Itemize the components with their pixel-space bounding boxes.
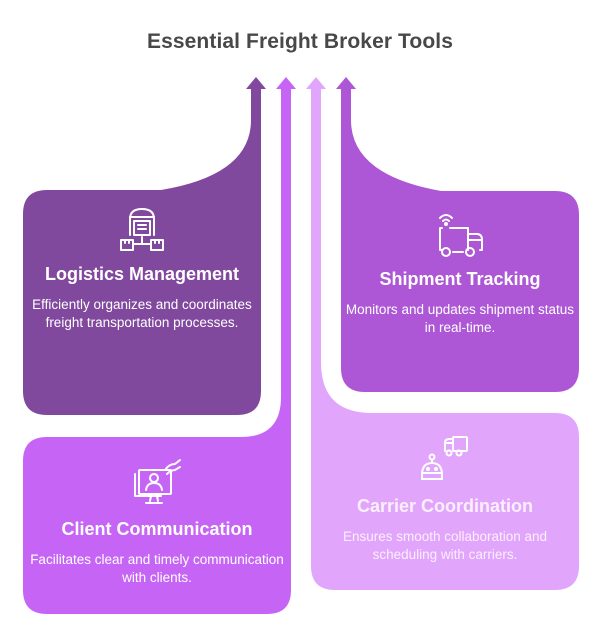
card-description: Facilitates clear and timely communicati… (30, 552, 284, 585)
card-description: Efficiently organizes and coordinates fr… (32, 297, 252, 330)
card-description: Monitors and updates shipment status in … (345, 302, 575, 335)
card-shipment-tracking: Shipment Tracking Monitors and updates s… (341, 210, 579, 337)
carrier-coordination-shape (306, 77, 579, 590)
shipment-tracking-shape (336, 77, 579, 392)
card-title: Shipment Tracking (379, 269, 541, 289)
warehouse-network-icon (120, 208, 164, 251)
card-description: Ensures smooth collaboration and schedul… (342, 529, 548, 562)
robot-truck-icon (421, 436, 468, 480)
logistics-management-shape (23, 77, 266, 415)
card-carrier-coordination: Carrier Coordination Ensures smooth coll… (311, 435, 579, 564)
card-title: Carrier Coordination (356, 496, 534, 516)
card-client-communication: Client Communication Facilitates clear a… (23, 458, 291, 587)
card-logistics-management: Logistics Management Efficiently organiz… (23, 205, 261, 332)
truck-tracking-icon (439, 214, 483, 257)
card-title: Logistics Management (44, 264, 240, 284)
monitor-user-icon (134, 459, 181, 504)
diagram-title: Essential Freight Broker Tools (146, 30, 453, 53)
client-communication-shape (23, 77, 296, 614)
card-title: Client Communication (61, 519, 253, 539)
